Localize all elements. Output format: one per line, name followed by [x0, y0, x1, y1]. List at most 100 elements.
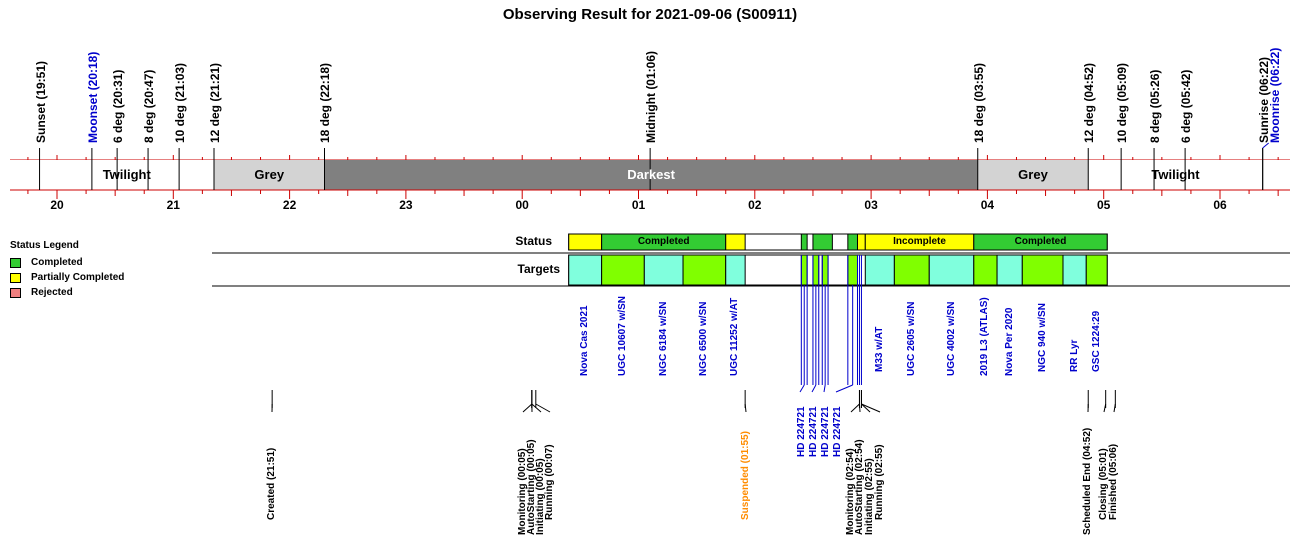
- target-label: UGC 10607 w/SN: [616, 295, 628, 376]
- band-label: Twilight: [102, 167, 151, 182]
- hour-tick-label: 01: [631, 198, 646, 212]
- event-connector: [1113, 403, 1116, 413]
- time-marker-label: 18 deg (03:55): [971, 62, 986, 143]
- time-marker-label: 10 deg (21:03): [173, 62, 188, 143]
- status-segment-label: Incomplete: [893, 236, 946, 247]
- band-darkest: [324, 160, 978, 190]
- target-block: [682, 254, 727, 286]
- target-block: [601, 254, 645, 286]
- legend-label: Partially Completed: [31, 272, 125, 283]
- band-label: Twilight: [1151, 167, 1200, 182]
- event-label: Suspended (01:55): [740, 431, 751, 520]
- hour-tick-label: 06: [1213, 198, 1227, 212]
- hour-tick-label: 22: [282, 198, 297, 212]
- target-block: [725, 254, 746, 286]
- moonrise-hook: [1262, 142, 1270, 149]
- target-label: HD 224721: [832, 406, 843, 457]
- band-grey: [214, 160, 325, 190]
- target-block: [1085, 254, 1108, 286]
- hour-tick-label: 05: [1097, 198, 1111, 212]
- legend-swatch: [10, 287, 21, 298]
- target-block: [800, 254, 808, 286]
- event-connector: [535, 403, 551, 413]
- legend-item-rejected: Rejected: [10, 285, 124, 300]
- target-label: GSC 1224:29: [1090, 310, 1102, 372]
- hour-tick-label: 21: [166, 198, 180, 212]
- target-label: NGC 940 w/SN: [1036, 303, 1048, 372]
- target-block: [1021, 254, 1064, 286]
- legend-item-partial: Partially Completed: [10, 270, 124, 285]
- target-label: HD 224721: [808, 406, 819, 457]
- target-label: M33 w/AT: [873, 326, 885, 372]
- target-connector: [811, 384, 817, 393]
- band-label: Grey: [254, 167, 285, 182]
- event-connector: [1103, 403, 1107, 413]
- target-block: [893, 254, 930, 286]
- hour-tick-label: 02: [748, 198, 762, 212]
- target-label: RR Lyr: [1068, 339, 1080, 372]
- target-block: [864, 254, 895, 286]
- target-connector: [799, 384, 805, 393]
- status-segment: [847, 233, 858, 251]
- hour-tick-label: 20: [50, 198, 64, 212]
- event-connector: [744, 403, 747, 413]
- event-connector: [531, 403, 542, 413]
- status-segment: [800, 233, 808, 251]
- time-marker-label: Moonrise (06:22): [1267, 47, 1282, 143]
- targets-row-label: Targets: [517, 262, 560, 276]
- time-marker-label: 6 deg (20:31): [111, 69, 126, 143]
- status-segment: [973, 233, 1108, 251]
- target-label: NGC 6500 w/SN: [698, 301, 710, 376]
- legend-item-completed: Completed: [10, 255, 124, 270]
- page-title: Observing Result for 2021-09-06 (S00911): [502, 6, 798, 23]
- target-block: [643, 254, 684, 286]
- legend-swatch: [10, 257, 21, 268]
- target-block: [568, 254, 603, 286]
- band-twilight: [39, 160, 215, 190]
- time-marker-label: Sunset (19:51): [33, 60, 48, 143]
- target-block: [812, 254, 820, 286]
- target-block: [996, 254, 1023, 286]
- band-grey: [977, 160, 1089, 190]
- target-label: HD 224721: [796, 406, 807, 457]
- target-block: [847, 254, 858, 286]
- status-row-label: Status: [515, 234, 552, 248]
- event-connector: [858, 403, 861, 413]
- hour-tick-label: 23: [399, 198, 413, 212]
- target-block: [928, 254, 975, 286]
- legend-title: Status Legend: [10, 240, 79, 251]
- event-label: Scheduled End (04:52): [1082, 427, 1093, 535]
- legend-label: Rejected: [31, 287, 73, 298]
- target-label: UGC 4002 w/SN: [945, 301, 957, 376]
- event-label: Running (00:07): [544, 444, 555, 520]
- time-marker-label: 8 deg (05:26): [1148, 69, 1163, 143]
- band-twilight: [1088, 160, 1263, 190]
- hour-tick-label: 00: [515, 198, 529, 212]
- event-connector: [850, 403, 860, 413]
- status-segment: [856, 233, 866, 251]
- event-connector: [861, 403, 871, 413]
- target-label: HD 224721: [820, 406, 831, 457]
- time-marker-label: Moonset (20:18): [85, 51, 100, 143]
- time-marker-label: 18 deg (22:18): [318, 62, 333, 143]
- target-block: [821, 254, 829, 286]
- event-connector: [861, 403, 881, 413]
- target-block: [973, 254, 998, 286]
- time-marker-label: 12 deg (04:52): [1082, 62, 1097, 143]
- time-marker-label: 10 deg (05:09): [1115, 62, 1130, 143]
- legend-swatch: [10, 272, 21, 283]
- event-label: Created (21:51): [266, 447, 277, 520]
- event-label: Running (02:55): [874, 444, 885, 520]
- status-segment-label: Completed: [637, 236, 690, 247]
- target-connector: [835, 384, 853, 393]
- target-label: Nova Cas 2021: [579, 305, 591, 376]
- time-marker-label: Midnight (01:06): [644, 51, 659, 143]
- status-segment: [725, 233, 746, 251]
- status-legend: Status Legend Completed Partially Comple…: [10, 240, 124, 300]
- time-marker-label: 8 deg (20:47): [142, 69, 157, 143]
- time-marker-label: 12 deg (21:21): [208, 62, 222, 143]
- status-segment: [812, 233, 833, 251]
- target-connector: [823, 384, 826, 393]
- target-block: [1062, 254, 1087, 286]
